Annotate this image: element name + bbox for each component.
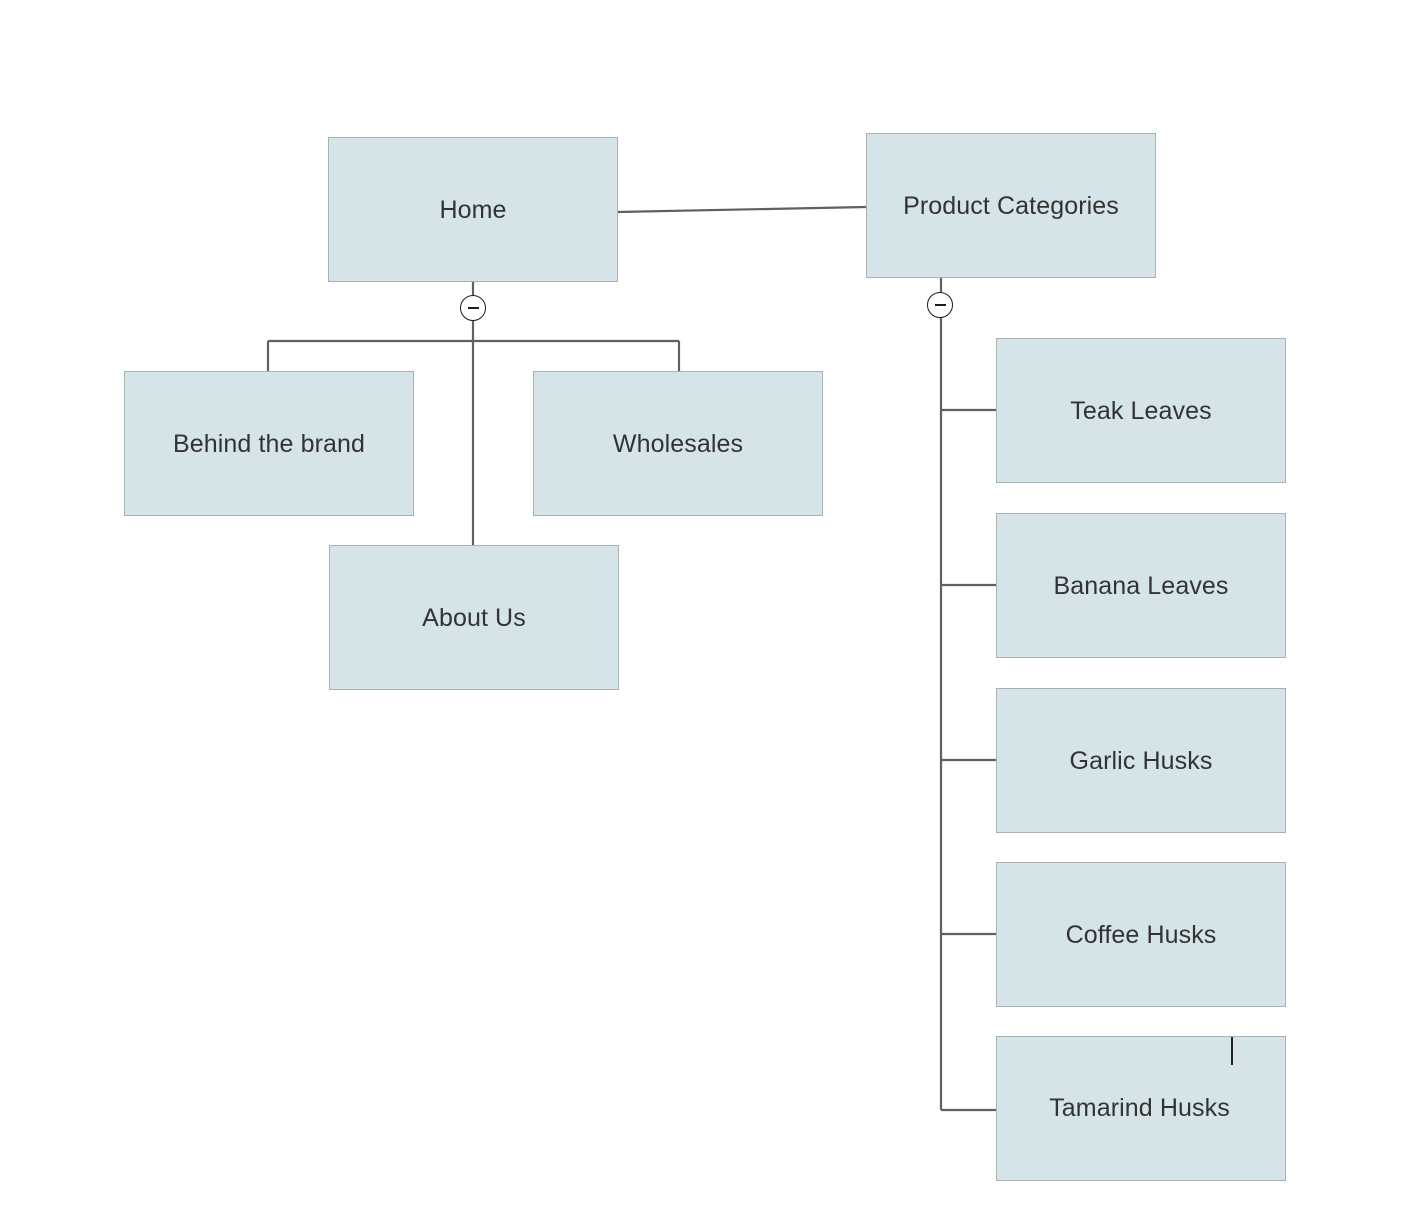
node-wholesales[interactable]: Wholesales (533, 371, 823, 516)
collapse-minus-icon-product-categories[interactable] (927, 292, 953, 318)
node-banana-leaves[interactable]: Banana Leaves (996, 513, 1286, 658)
minus-glyph (934, 303, 946, 307)
node-garlic-husks-label: Garlic Husks (1069, 746, 1213, 775)
node-wholesales-label: Wholesales (612, 429, 744, 458)
node-tamarind-husks[interactable]: Tamarind Husks (996, 1036, 1286, 1181)
text-caret (1230, 1037, 1233, 1065)
node-teak-leaves[interactable]: Teak Leaves (996, 338, 1286, 483)
node-home-label: Home (439, 195, 507, 224)
node-behind-the-brand[interactable]: Behind the brand (124, 371, 414, 516)
node-about-us-label: About Us (422, 603, 526, 632)
node-tamarind-husks-label: Tamarind Husks (1049, 1094, 1230, 1122)
node-banana-leaves-label: Banana Leaves (1053, 571, 1229, 600)
collapse-minus-icon-home[interactable] (460, 295, 486, 321)
node-coffee-husks[interactable]: Coffee Husks (996, 862, 1286, 1007)
node-product-categories-label: Product Categories (903, 191, 1119, 220)
node-about-us[interactable]: About Us (329, 545, 619, 690)
node-home[interactable]: Home (328, 137, 618, 282)
minus-glyph (467, 306, 479, 310)
node-garlic-husks[interactable]: Garlic Husks (996, 688, 1286, 833)
node-teak-leaves-label: Teak Leaves (1070, 396, 1212, 425)
node-coffee-husks-label: Coffee Husks (1065, 920, 1217, 949)
node-behind-the-brand-label: Behind the brand (172, 429, 366, 458)
edge-home-to-product-categories (616, 205, 867, 214)
node-product-categories[interactable]: Product Categories (866, 133, 1156, 278)
